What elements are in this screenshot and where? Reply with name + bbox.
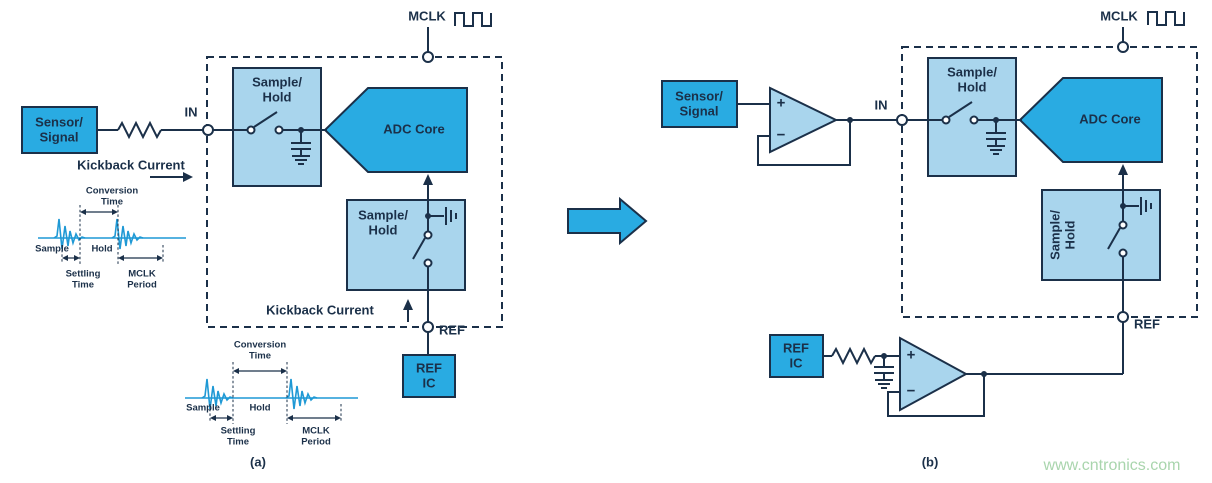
sample-hold-top-label-b: Sample/ Hold [947,64,997,94]
wf-ref-mclk-period-label: MCLK Period [301,425,331,447]
sensor-signal-label-b: Sensor/ Signal [675,88,723,118]
in-node-a [202,124,214,136]
ref-node-a [422,321,434,333]
mclk-label-a: MCLK [408,8,446,24]
opamp-signal-plus-label: + [776,94,786,112]
capacitor-ground-icon-b1 [986,117,1006,155]
adc-boundary-b [901,46,1198,318]
capacitor-ground-icon-a1 [291,127,311,165]
mclk-label-b: MCLK [1100,8,1138,24]
ref-ic-label-a: REF IC [416,360,442,390]
adc-core-shape-b [1018,77,1163,163]
capacitor-ground-icon-b2 [874,353,894,389]
ref-ic-label-b: REF IC [783,340,809,370]
wf-in-hold-label: Hold [91,243,113,255]
adc-core-label-a: ADC Core [383,121,445,137]
caption-a: (a) [250,454,266,470]
sample-hold-top-label-a: Sample/ Hold [252,74,302,104]
opamp-ref-minus-label: − [906,382,916,400]
kickback-arrow-in-a [150,172,193,182]
diagram-a [21,12,503,424]
resistor-icon-a [117,120,162,140]
kickback-current-in-label-a: Kickback Current [77,157,185,173]
sample-hold-bottom-label-a: Sample/ Hold [358,207,408,237]
kickback-current-ref-label-a: Kickback Current [266,302,374,318]
ground-icon-a2 [425,207,457,225]
ref-label-b: REF [1134,316,1160,332]
opamp-signal-minus-label: − [776,126,786,144]
transition-arrow-icon [567,196,648,246]
in-label-b: IN [874,97,888,113]
kickback-arrow-ref-a [403,299,413,322]
in-node-b [896,114,908,126]
watermark-text: www.cntronics.com [1043,457,1181,475]
wf-in-settling-time-label: Settling Time [65,268,101,290]
wf-ref-conversion-time-label: Conversion Time [233,339,287,361]
mclk-node-b [1117,41,1129,53]
opamp-ref-buffer-icon [899,336,969,412]
wf-in-sample-label: Sample [35,243,69,255]
adc-core-shape-a [323,87,468,173]
ref-ic-box-a [402,354,456,398]
opamp-ref-plus-label: + [906,346,916,364]
sample-hold-bottom-label-b: Sample/ Hold [1047,210,1077,260]
adc-core-label-b: ADC Core [1079,111,1141,127]
diagram-b [661,11,1198,417]
ref-node-b [1117,311,1129,323]
in-label-a: IN [184,104,198,120]
wf-in-mclk-period-label: MCLK Period [127,268,157,290]
switch-icon-b2 [1107,206,1128,258]
sensor-signal-label-a: Sensor/ Signal [35,114,83,144]
sensor-signal-box-a [21,106,98,154]
opamp-signal-buffer-icon [769,86,839,154]
clock-waveform-icon-b [1147,11,1185,26]
resistor-icon-b [831,346,876,366]
mclk-node-a [422,51,434,63]
switch-icon-a1 [246,111,284,135]
ref-sample-arrow-a [423,174,433,216]
ref-sample-arrow-b [1118,164,1128,206]
switch-icon-b1 [941,101,979,125]
ref-label-a: REF [439,322,465,338]
transient-waveform-in-a [38,205,186,264]
clock-waveform-icon-a [454,12,492,27]
caption-b: (b) [921,454,939,470]
wf-in-conversion-time-label: Conversion Time [85,185,139,207]
transient-waveform-ref-a [185,362,358,424]
wf-ref-settling-time-label: Settling Time [220,425,256,447]
wf-ref-sample-label: Sample [186,402,220,414]
adc-boundary-a [206,56,503,328]
ref-ic-box-b [769,334,824,378]
sensor-signal-box-b [661,80,738,128]
wf-ref-hold-label: Hold [249,402,271,414]
switch-icon-a2 [412,216,433,268]
